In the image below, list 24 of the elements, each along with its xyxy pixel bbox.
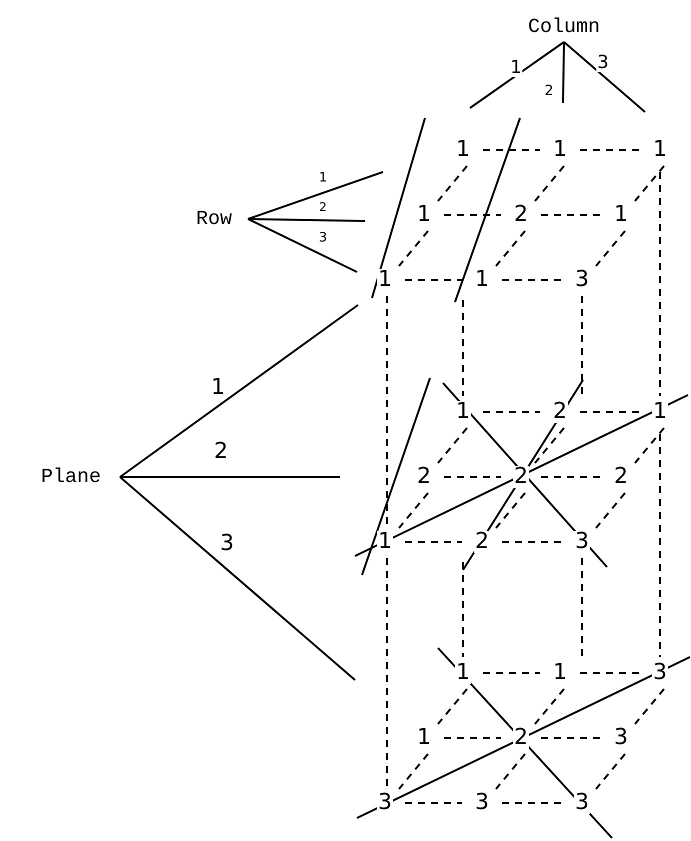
axis-label: Plane [22,463,120,491]
branch-line [120,476,340,478]
cell-value: 2 [474,531,490,553]
edge-label: 3 [596,54,610,72]
cell-value: 2 [552,401,568,423]
branch-line [563,41,646,113]
branch-line [562,42,565,104]
edge-label: 1 [509,59,523,77]
branch-line [248,218,366,222]
axis-label: Row [180,205,248,233]
branch-line [119,476,356,681]
cell-value: 3 [574,792,590,814]
edge-label: 3 [318,232,328,244]
branch-line [248,171,384,220]
edge-label: 2 [318,201,328,213]
axis-label: Column [522,12,606,42]
cell-value: 1 [455,662,471,684]
branch-line [469,41,565,109]
branch-line [248,218,358,273]
cell-value: 2 [513,727,529,749]
cell-value: 2 [513,466,529,488]
edge-label: 1 [318,172,328,184]
branch-line [119,304,359,478]
edge-label: 2 [544,84,554,98]
